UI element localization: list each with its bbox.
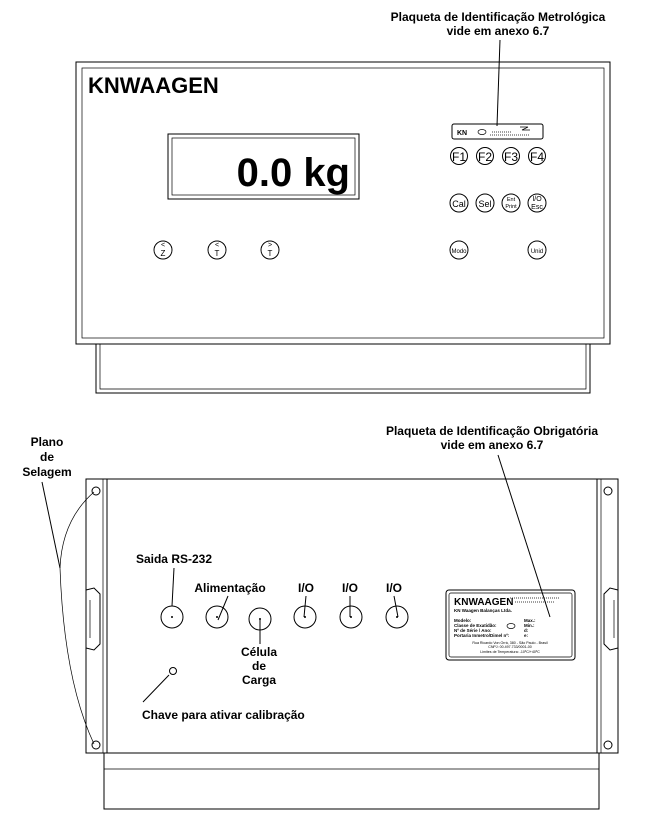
tare-key[interactable] xyxy=(207,240,227,260)
id-field-portaria: Portaria Inmetro/Dimel nº: xyxy=(454,633,510,638)
power-label: Alimentação xyxy=(194,581,265,595)
enter-print-key[interactable] xyxy=(501,193,521,213)
front-brand-logo: KNWAAGEN xyxy=(88,73,219,98)
zero-key-label: Z xyxy=(161,249,166,258)
screw-bottom-right-icon xyxy=(603,740,613,750)
io-label-1: I/O xyxy=(298,581,314,595)
seal-plane-leader xyxy=(41,481,61,569)
screw-bottom-left-icon xyxy=(91,740,101,750)
f3-key-label: F3 xyxy=(504,150,518,164)
f2-key[interactable] xyxy=(476,147,494,165)
metrologic-plate xyxy=(451,123,544,140)
id-footer-temperature: Limites de Temperatura: -10ºC/+40ºC xyxy=(480,650,540,654)
metrologic-symbol-icon xyxy=(520,126,530,131)
id-field-model: Modelo: xyxy=(454,618,472,623)
io-label-2: I/O xyxy=(342,581,358,595)
print-key-label: Print xyxy=(505,204,517,210)
load-cell-label-line3: Carga xyxy=(242,673,276,687)
cal-key[interactable] xyxy=(449,193,469,213)
front-panel-inner xyxy=(81,67,605,339)
f4-key-label: F4 xyxy=(530,150,544,164)
io-key-label: I/O xyxy=(532,196,542,203)
unid-key[interactable] xyxy=(527,240,547,260)
weight-display-value: 0.0 kg xyxy=(237,151,350,195)
left-bracket xyxy=(85,587,101,651)
id-field-max: Max.: xyxy=(524,618,536,623)
io-esc-key[interactable] xyxy=(527,193,547,213)
weight-display xyxy=(167,133,360,200)
seal-plane-label-line3: Selagem xyxy=(22,465,71,479)
unid-key-label: Unid xyxy=(531,249,543,255)
class-mark-icon xyxy=(506,623,516,629)
metrologic-plate-brand: KN xyxy=(457,130,467,137)
rs232-label: Saida RS-232 xyxy=(136,552,212,566)
load-cell-label-line1: Célula xyxy=(241,645,277,659)
front-base xyxy=(95,344,591,394)
rear-base xyxy=(103,753,600,810)
mandatory-plate-callout-line2: vide em anexo 6.7 xyxy=(441,438,544,452)
zero-key-symbol: < xyxy=(161,242,165,249)
io-connector-2 xyxy=(339,605,363,629)
seal-plane-label-line2: de xyxy=(40,450,54,464)
right-bracket xyxy=(603,587,619,651)
f3-key[interactable] xyxy=(502,147,520,165)
metrologic-plate-callout-line1: Plaqueta de Identificação Metrológica xyxy=(391,10,606,24)
esc-key-label: Esc xyxy=(531,204,543,211)
power-connector xyxy=(205,605,229,629)
modo-key[interactable] xyxy=(449,240,469,260)
id-plate-brand: KNWAAGEN xyxy=(454,597,513,608)
screw-top-right-icon xyxy=(603,486,613,496)
tare-release-key-symbol: > xyxy=(268,242,272,249)
f4-key[interactable] xyxy=(528,147,546,165)
modo-key-label: Modo xyxy=(451,249,467,255)
io-connector-1 xyxy=(293,605,317,629)
f1-key[interactable] xyxy=(450,147,468,165)
id-field-serial: Nº de Série / Ano: xyxy=(454,628,492,633)
tare-release-key-label: T xyxy=(268,249,273,258)
tare-release-key[interactable] xyxy=(260,240,280,260)
id-field-min: Min.: xyxy=(524,623,535,628)
id-field-class: Classe de Exatidão: xyxy=(454,623,497,628)
f2-key-label: F2 xyxy=(478,150,492,164)
metrologic-plate-leader-line xyxy=(496,39,501,127)
enter-key-label: Ent xyxy=(507,197,516,203)
id-field-e: e: xyxy=(524,633,529,638)
identification-plate xyxy=(445,589,576,661)
zero-key[interactable] xyxy=(153,240,173,260)
calibration-switch xyxy=(169,667,177,675)
sel-key-label: Sel xyxy=(478,199,491,209)
metrologic-plate-callout-line2: vide em anexo 6.7 xyxy=(447,24,550,38)
id-footer-cnpj: CNPJ: 00.497.733/0001-00 xyxy=(488,645,532,649)
id-plate-company: KN Waagen Balanças Ltda. xyxy=(454,608,512,613)
front-panel-outer xyxy=(75,61,611,345)
seal-plane-label-line1: Plano xyxy=(31,435,64,449)
cal-key-label: Cal xyxy=(452,199,466,209)
tare-key-label: T xyxy=(215,249,220,258)
mandatory-plate-callout-line1: Plaqueta de Identificação Obrigatória xyxy=(386,424,598,438)
id-footer-address: Rua Ricardo Von Orrá, 380 - São Paulo - … xyxy=(472,641,548,645)
sel-key[interactable] xyxy=(475,193,495,213)
screw-top-left-icon xyxy=(91,486,101,496)
load-cell-label-line2: de xyxy=(252,659,266,673)
io-label-3: I/O xyxy=(386,581,402,595)
io-connector-3 xyxy=(385,605,409,629)
f1-key-label: F1 xyxy=(452,150,466,164)
id-field-d: d: xyxy=(524,628,529,633)
rs232-connector xyxy=(160,605,184,629)
inmetro-mark-icon xyxy=(477,129,487,135)
f-keys: F1 F2 F3 F4 xyxy=(450,147,546,165)
calibration-switch-label: Chave para ativar calibração xyxy=(142,708,305,722)
tare-key-symbol: < xyxy=(215,242,219,249)
